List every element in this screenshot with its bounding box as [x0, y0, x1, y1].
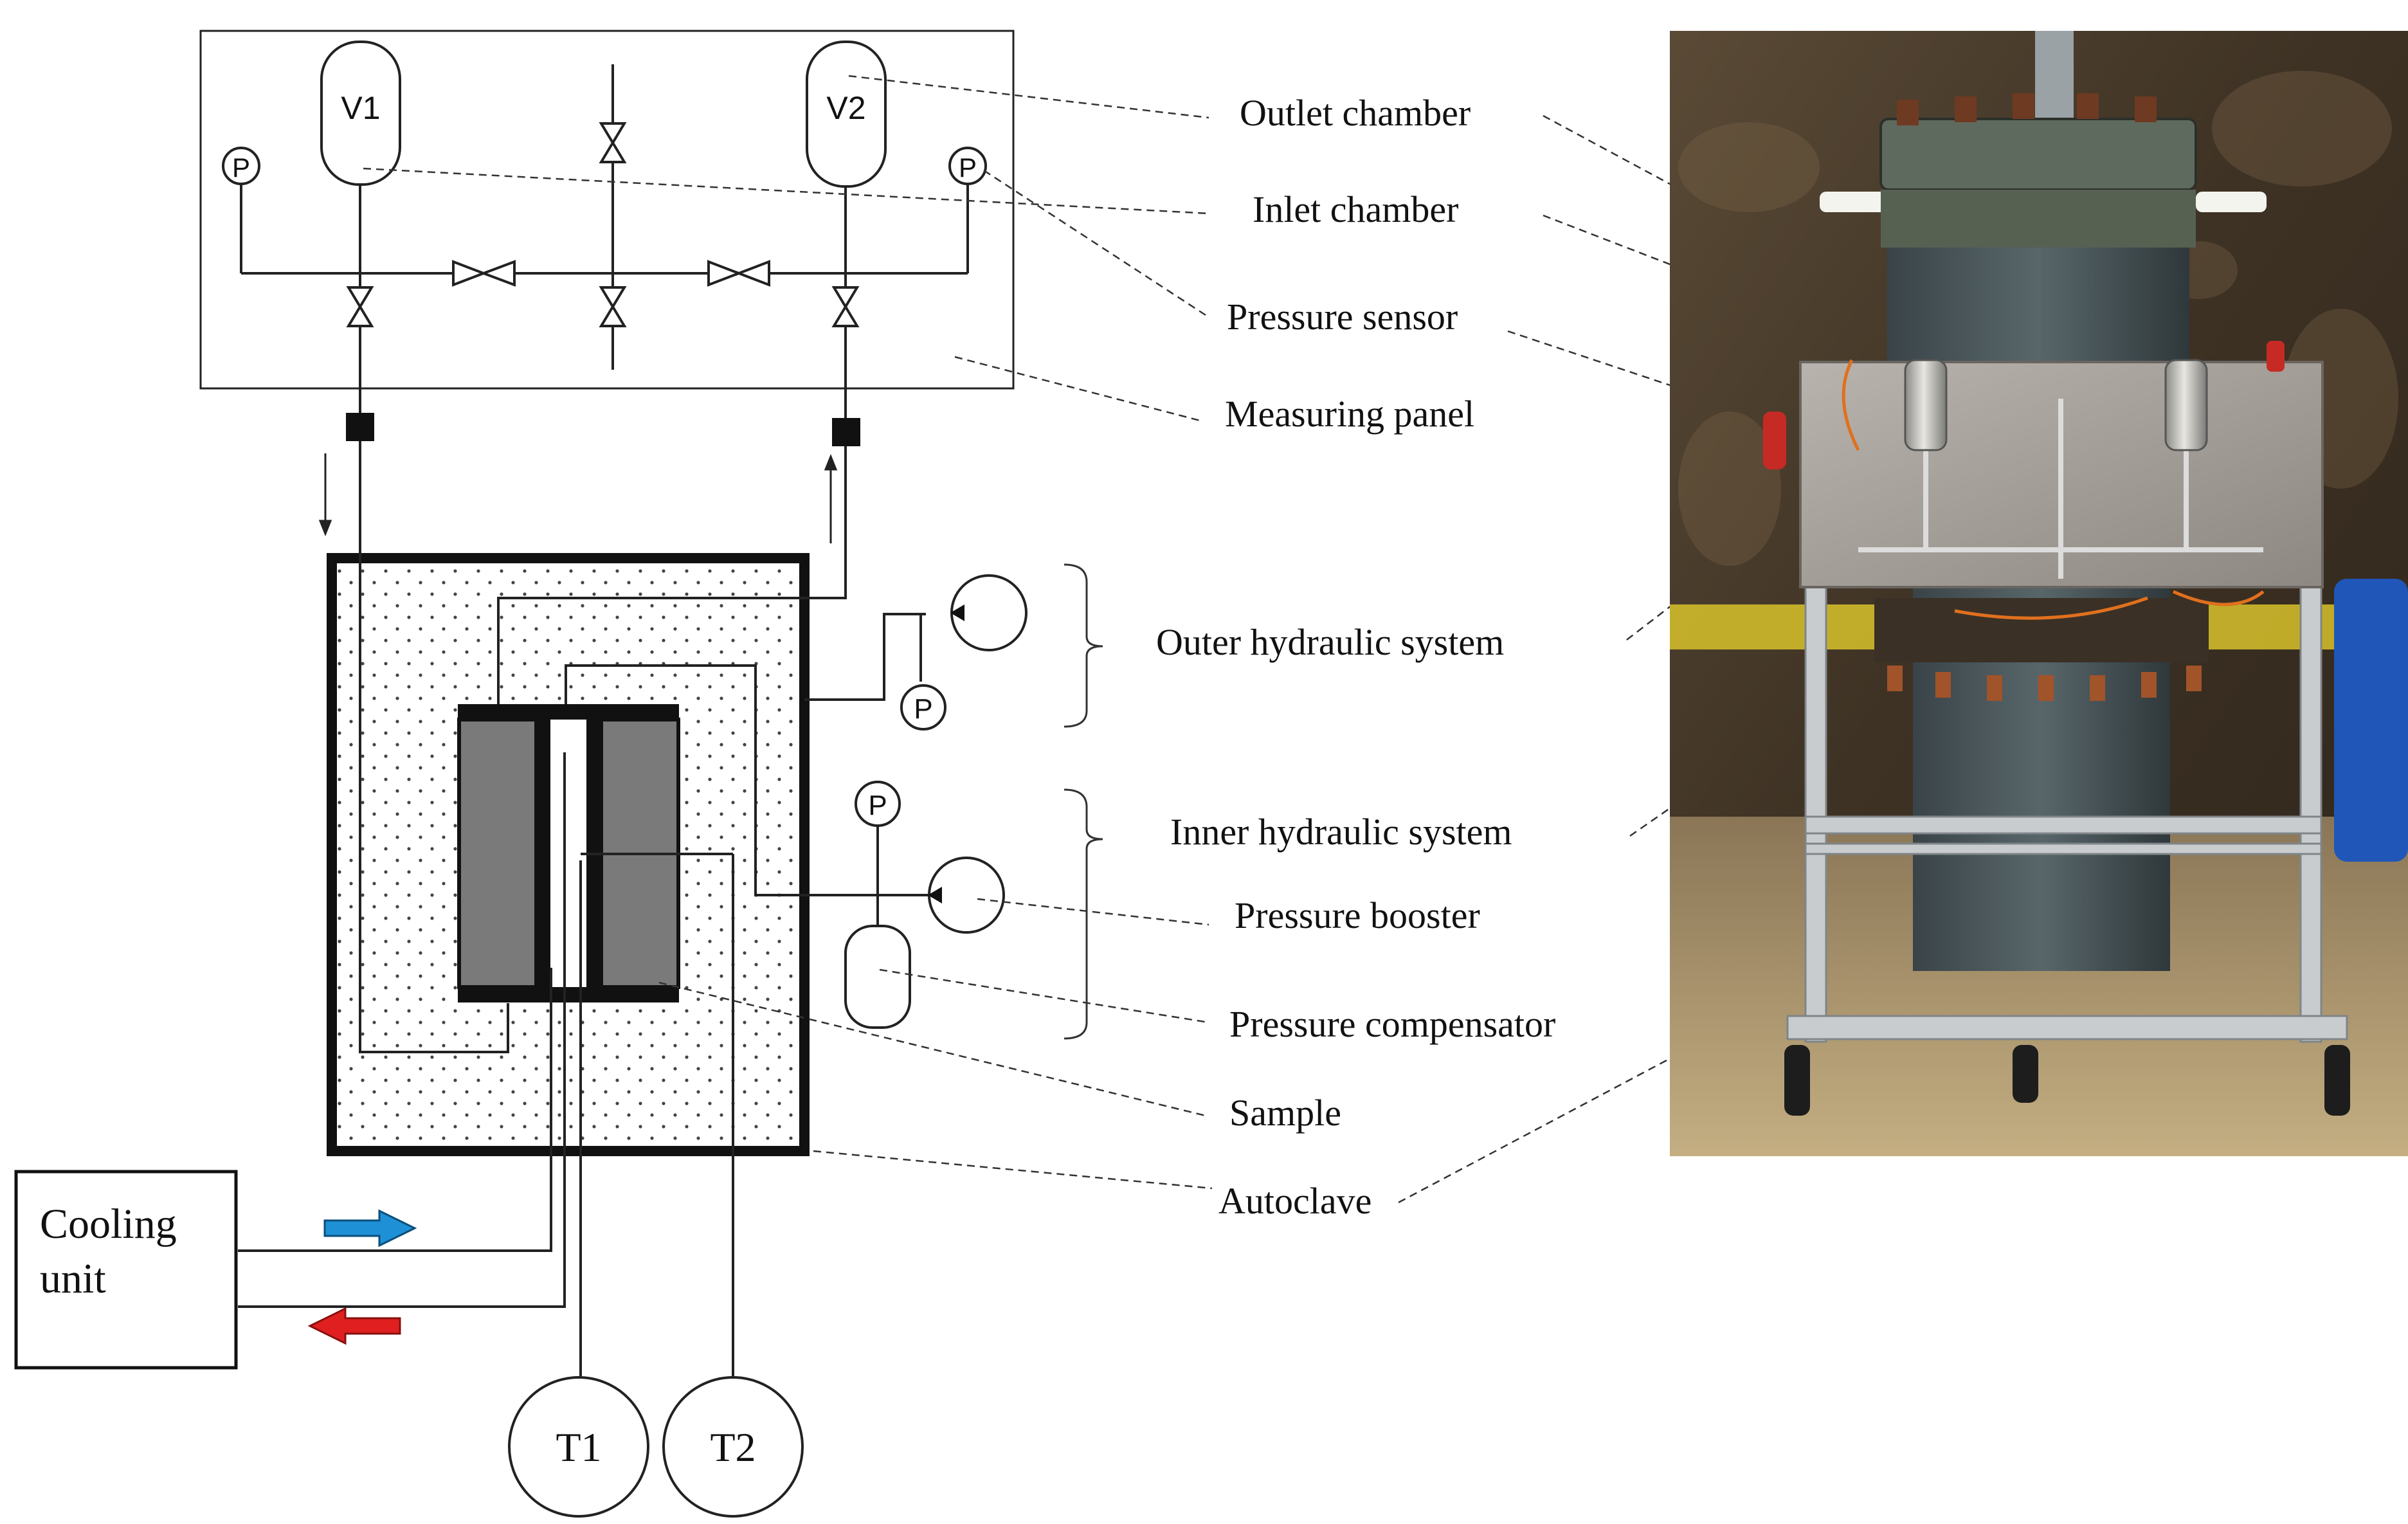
label-inlet-chamber: Inlet chamber [1253, 188, 1458, 230]
supply-arrow [323, 1209, 417, 1247]
cooling-unit: Cooling unit [14, 1170, 238, 1370]
outlet-coupling [832, 418, 860, 446]
brackets [1064, 563, 1103, 1040]
thermometer-t1: T1 [508, 1376, 649, 1518]
autoclave-piping [359, 441, 932, 1053]
label-autoclave: Autoclave [1218, 1180, 1371, 1222]
inner-pressure-gauge: P [855, 781, 901, 827]
return-arrow [307, 1307, 401, 1345]
label-measuring-panel: Measuring panel [1225, 393, 1474, 435]
thermometer-t2: T2 [662, 1376, 804, 1518]
cooling-unit-label-2: unit [40, 1255, 106, 1302]
label-pressure-sensor: Pressure sensor [1227, 296, 1458, 338]
pressure-booster [928, 857, 1005, 934]
svg-text:P: P [959, 152, 977, 183]
label-outlet-chamber: Outlet chamber [1240, 92, 1471, 134]
svg-text:P: P [232, 152, 250, 183]
pressure-gauge-left: P [222, 147, 260, 185]
svg-text:P: P [914, 693, 932, 725]
svg-text:T2: T2 [710, 1424, 756, 1470]
label-inner-hydraulic-system: Inner hydraulic system [1170, 811, 1512, 853]
outer-pressure-gauge: P [900, 684, 946, 730]
label-outer-hydraulic-system: Outer hydraulic system [1156, 621, 1504, 663]
v1-label: V1 [341, 90, 380, 126]
label-pressure-booster: Pressure booster [1235, 894, 1480, 936]
inlet-vessel-v1: V1 [320, 41, 401, 186]
apparatus-photo-icon [1670, 31, 2408, 1156]
flow-arrows [318, 453, 838, 543]
pressure-compensator [844, 925, 911, 1029]
v2-label: V2 [826, 90, 865, 126]
svg-text:P: P [868, 790, 887, 821]
valves [346, 122, 860, 327]
inlet-coupling [346, 413, 374, 441]
label-pressure-compensator: Pressure compensator [1229, 1003, 1555, 1045]
pressure-gauge-right: P [948, 147, 987, 185]
callout-labels: Outlet chamber Inlet chamber Pressure se… [1156, 92, 1555, 1222]
cooling-unit-label-1: Cooling [40, 1201, 177, 1247]
sample [457, 704, 680, 1002]
cooling-lines [238, 752, 734, 1376]
outer-pressure-pump [950, 574, 1027, 651]
measuring-panel [199, 30, 1015, 428]
svg-text:T1: T1 [556, 1424, 601, 1470]
outlet-vessel-v2: V2 [806, 41, 887, 188]
label-sample: Sample [1229, 1092, 1341, 1134]
